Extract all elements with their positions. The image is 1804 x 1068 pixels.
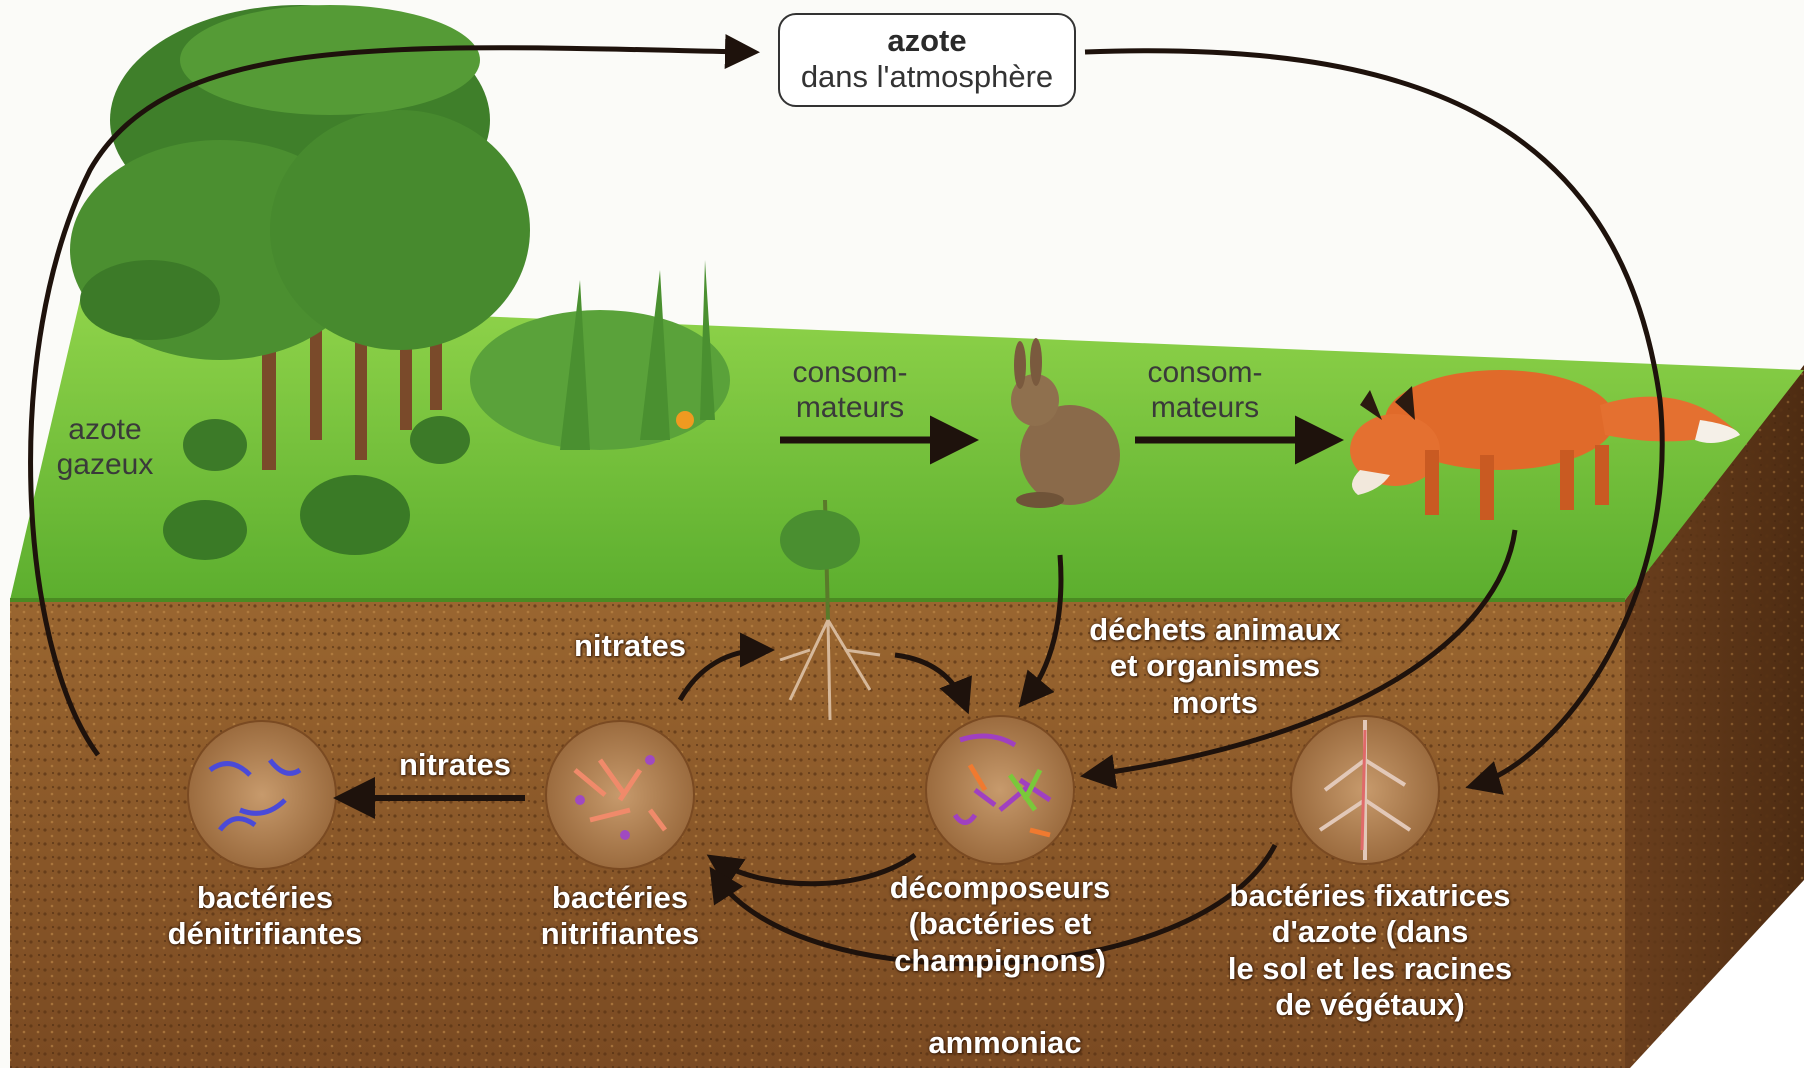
atmosphere-subtitle: dans l'atmosphère: [780, 59, 1074, 95]
label-bacteries-fixatrices: bactéries fixatrices d'azote (dans le so…: [1200, 878, 1540, 1023]
label-bacteries-nitrifiantes: bactéries nitrifiantes: [510, 880, 730, 953]
label-azote-gazeux: azote gazeux: [40, 412, 170, 482]
label-consommateurs-1: consom- mateurs: [770, 355, 930, 425]
label-consommateurs-2: consom- mateurs: [1125, 355, 1285, 425]
label-nitrates-left: nitrates: [380, 747, 530, 783]
circle-nitrifiantes: [546, 721, 694, 869]
label-nitrates-top: nitrates: [555, 628, 705, 664]
circle-decomposeurs: [926, 716, 1074, 864]
circle-fixatrices: [1291, 716, 1439, 864]
label-dechets: déchets animaux et organismes morts: [1050, 612, 1380, 721]
atmosphere-box: azote dans l'atmosphère: [778, 13, 1076, 107]
atmosphere-title: azote: [780, 23, 1074, 59]
label-bacteries-denitrifiantes: bactéries dénitrifiantes: [140, 880, 390, 953]
circle-denitrifiantes: [188, 721, 336, 869]
label-ammoniac: ammoniac: [890, 1025, 1120, 1061]
label-decomposeurs: décomposeurs (bactéries et champignons): [860, 870, 1140, 979]
